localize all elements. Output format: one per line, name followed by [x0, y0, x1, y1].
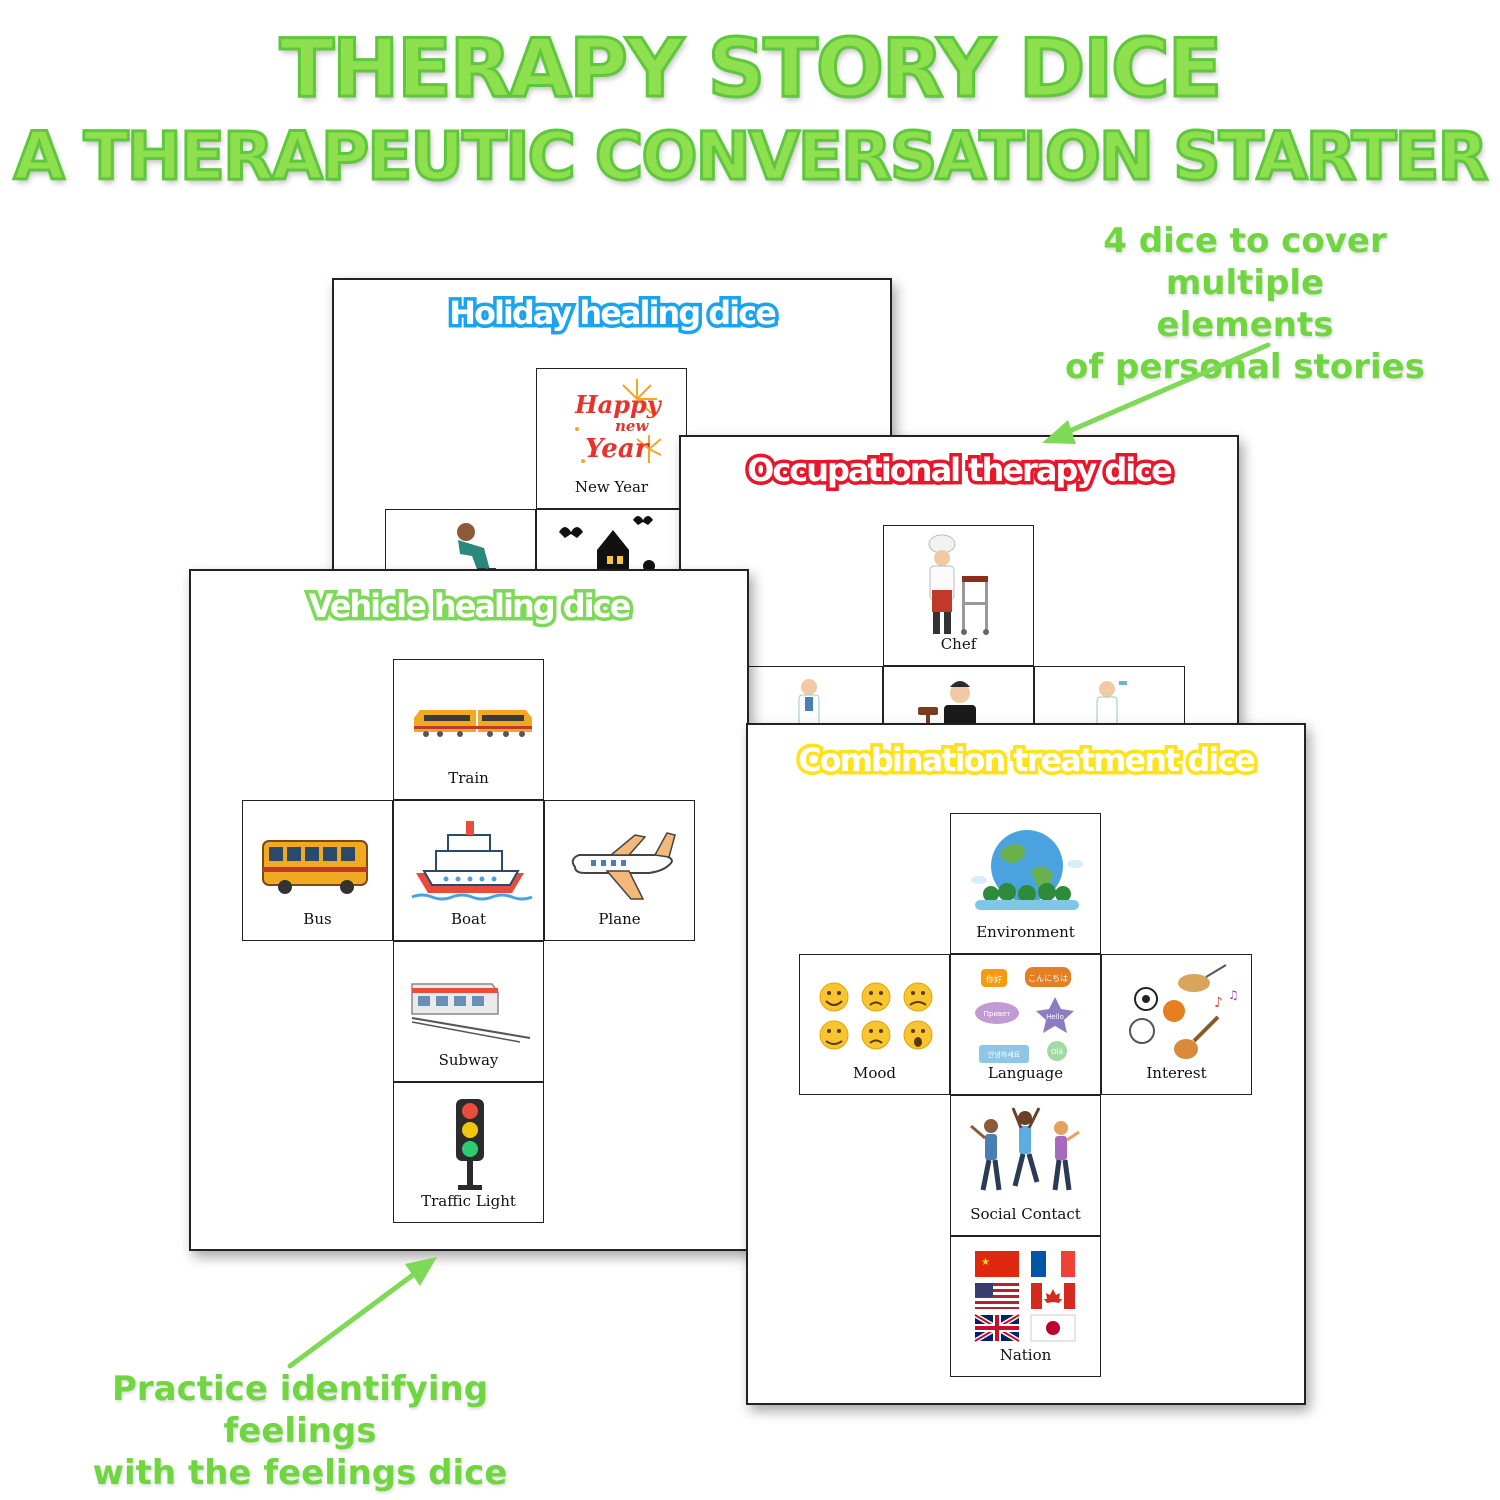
speech-bubbles-icon: 你好 こんにちは Привет Hello 안녕하세요 Olá	[975, 967, 1074, 1063]
face-label: Interest	[1146, 1064, 1207, 1082]
callout-feelings-dice: Practice identifying feelings with the f…	[30, 1368, 570, 1494]
hobbies-icon: ♪ ♫	[1129, 964, 1239, 1059]
face-label: Subway	[438, 1051, 499, 1069]
happy-new-year-icon: Happy new Year	[574, 379, 663, 464]
dice-face-plane: Plane	[544, 800, 695, 941]
face-label: Bus	[303, 910, 332, 928]
art-text: new	[615, 417, 649, 435]
holiday-sheet-title: Holiday healing dice	[446, 291, 781, 336]
dice-face-boat: Boat	[393, 800, 544, 941]
art-text: Happy	[574, 390, 663, 419]
dice-face-nation: ★ Nation	[950, 1236, 1101, 1377]
callout-line: Practice identifying feelings	[111, 1369, 489, 1451]
chef-icon	[928, 534, 989, 635]
face-label: Traffic Light	[421, 1192, 516, 1210]
arrow-to-vehicle-icon	[287, 1257, 437, 1369]
bubble-text: 你好	[986, 974, 1002, 984]
train-icon	[414, 710, 532, 737]
bubble-text: Hello	[1046, 1013, 1064, 1021]
scientist-icon	[1096, 681, 1127, 726]
bus-icon	[262, 840, 368, 894]
star-icon: ★	[981, 1257, 990, 1268]
plane-icon	[571, 832, 676, 900]
combination-dice-sheet: Combination treatment dice Environment	[746, 723, 1306, 1405]
dice-face-train: Train	[393, 659, 544, 800]
dice-face-subway: Subway	[393, 941, 544, 1082]
dice-face-chef: Chef	[883, 525, 1034, 666]
earth-icon	[971, 830, 1083, 910]
callout-line: elements	[1156, 305, 1334, 345]
face-label: Chef	[940, 635, 977, 653]
flags-icon: ★	[973, 1251, 1076, 1344]
occupational-dice-sheet: Occupational therapy dice Chef	[679, 435, 1239, 759]
face-label: Plane	[598, 910, 641, 928]
subway-icon	[411, 983, 531, 1043]
dice-face-language: 你好 こんにちは Привет Hello 안녕하세요 Olá Language	[950, 954, 1101, 1095]
dice-face-social-contact: Social Contact	[950, 1095, 1101, 1236]
occupational-sheet-title: Occupational therapy dice	[744, 448, 1177, 493]
face-label: Environment	[976, 923, 1075, 941]
emoji-faces-icon	[819, 982, 933, 1050]
face-label: Train	[448, 769, 489, 787]
callout-line: 4 dice to cover multiple	[1103, 221, 1387, 303]
face-label: Language	[987, 1064, 1064, 1082]
music-note-icon: ♪	[1214, 995, 1223, 1011]
people-dancing-icon	[970, 1107, 1080, 1191]
face-label: Boat	[450, 910, 487, 928]
face-label: Mood	[852, 1064, 897, 1082]
doctor-icon	[798, 679, 820, 726]
bubble-text: Привет	[984, 1010, 1011, 1018]
music-note-icon: ♫	[1228, 988, 1239, 1002]
dice-face-traffic-light: Traffic Light	[393, 1082, 544, 1223]
vehicle-sheet-title: Vehicle healing dice	[305, 584, 635, 629]
callout-line: with the feelings dice	[92, 1453, 508, 1493]
bubble-text: こんにちは	[1028, 974, 1068, 983]
dice-face-bus: Bus	[242, 800, 393, 941]
bubble-text: Olá	[1051, 1048, 1063, 1056]
face-label: New Year	[574, 478, 649, 496]
dice-face-interest: ♪ ♫ Interest	[1101, 954, 1252, 1095]
dice-face-new-year: Happy new Year New Year	[536, 368, 687, 509]
headline-title: THERAPY STORY DICE	[278, 21, 1224, 117]
traffic-light-icon	[456, 1099, 484, 1190]
boat-icon	[411, 821, 533, 901]
face-label: Nation	[999, 1346, 1052, 1364]
callout-dice-elements: 4 dice to cover multiple elements of per…	[1020, 220, 1470, 388]
bubble-text: 안녕하세요	[988, 1050, 1021, 1059]
halloween-house-icon	[559, 516, 655, 580]
dice-face-environment: Environment	[950, 813, 1101, 954]
combination-sheet-title: Combination treatment dice	[795, 738, 1260, 783]
callout-line: of personal stories	[1065, 347, 1425, 387]
dice-face-mood: Mood	[799, 954, 950, 1095]
headline-subtitle: A THERAPEUTIC CONVERSATION STARTER	[12, 117, 1490, 197]
art-text: Year	[585, 434, 651, 464]
face-label: Social Contact	[970, 1205, 1081, 1223]
vehicle-dice-sheet: Vehicle healing dice Train Bus	[189, 569, 749, 1251]
